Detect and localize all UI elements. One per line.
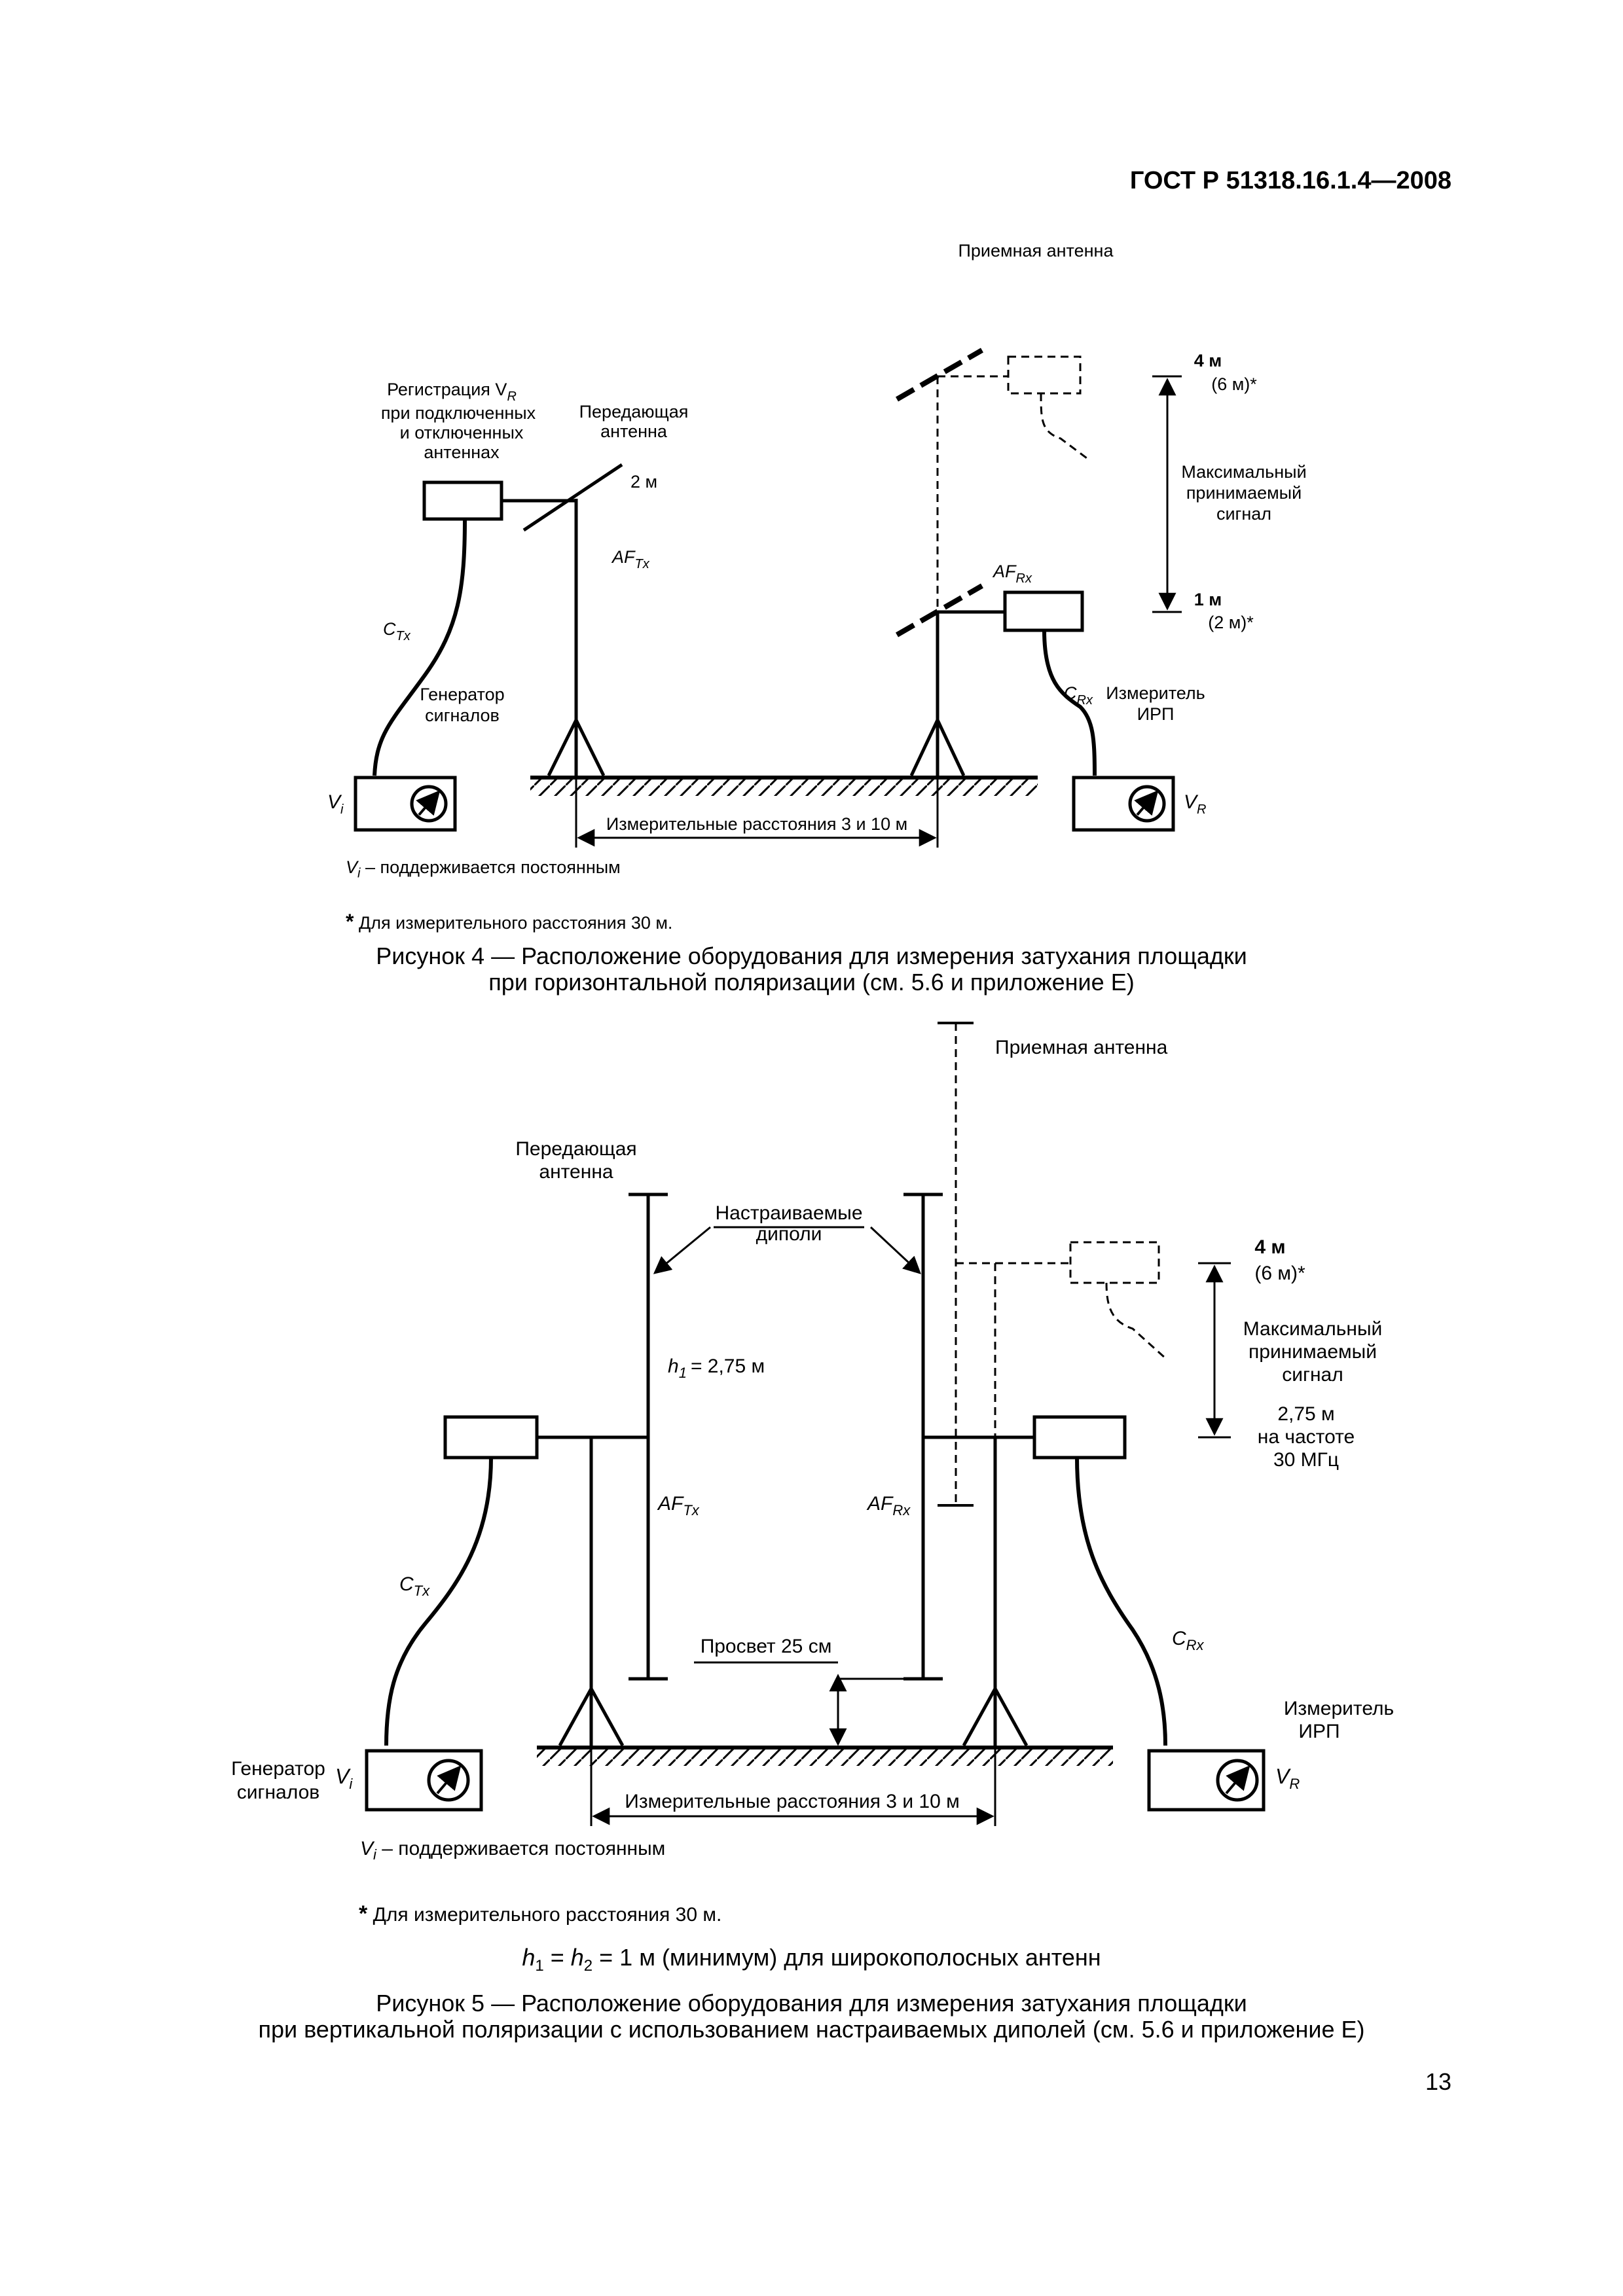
- fig4-vi-note: Vi – поддерживается постоянным: [346, 857, 621, 881]
- fig4-caption: Рисунок 4 — Расположение оборудования дл…: [376, 942, 1247, 969]
- fig5-vr: VR: [1275, 1765, 1300, 1792]
- fig4-tx-dipole: [522, 463, 623, 532]
- page-number: 13: [1425, 2068, 1451, 2095]
- fig5-tx-antenna-label: Передающая: [515, 1138, 636, 1160]
- fig5-top-h-alt: (6 м)*: [1254, 1263, 1305, 1284]
- fig5-caption: Рисунок 5 — Расположение оборудования дл…: [376, 1990, 1247, 2017]
- fig4-cable-rx: [1042, 630, 1097, 776]
- fig5-meter-label-2: ИРП: [1298, 1721, 1340, 1742]
- fig5-c-rx: CRx: [1172, 1628, 1205, 1653]
- fig5-top-h: 4 м: [1254, 1236, 1285, 1258]
- fig5-footnote: * Для измерительного расстояния 30 м.: [359, 1901, 722, 1926]
- fig5-af-tx: AFTx: [657, 1493, 700, 1518]
- fig5-distance-label: Измерительные расстояния 3 и 10 м: [625, 1791, 960, 1812]
- fig5-tx-tripod: [558, 1685, 625, 1747]
- fig5-meter-box: [1147, 1749, 1266, 1812]
- fig4-af-tx: AFTx: [611, 547, 650, 571]
- fig4-meter-dial-icon: [1128, 785, 1166, 823]
- fig5-dipoles-arrow-left: [653, 1226, 711, 1274]
- fig4-meter-label-2: ИРП: [1137, 704, 1175, 724]
- fig5-af-rx: AFRx: [866, 1493, 911, 1518]
- fig4-registration-box: [422, 480, 503, 521]
- fig4-footnote: * Для измерительного расстояния 30 м.: [346, 910, 673, 933]
- fig5-generator-needle: [436, 1765, 462, 1795]
- fig5-rx-high-box: [1069, 1241, 1160, 1284]
- fig4-c-rx: CRx: [1064, 683, 1093, 708]
- fig5-dipoles-arrow-right: [869, 1226, 921, 1274]
- fig4-rx-dipole-low: [896, 583, 983, 637]
- fig5-max-label-3: сигнал: [1282, 1364, 1343, 1386]
- figure-5-diagram: Приемная антенна Передающая антенна Наст…: [231, 1022, 1394, 1826]
- fig4-registration-line3: и отключенных: [400, 423, 524, 442]
- document-header: ГОСТ Р 51318.16.1.4—2008: [1129, 167, 1451, 194]
- fig4-max-label-3: сигнал: [1216, 504, 1271, 524]
- fig4-cable-tx: [373, 518, 467, 776]
- fig5-tx-antenna-label-2: антенна: [539, 1161, 613, 1183]
- fig5-bot-h-2: на частоте: [1258, 1426, 1355, 1448]
- fig4-generator-box: [354, 776, 457, 832]
- fig4-height-2m: 2 м: [630, 472, 657, 492]
- fig5-bot-h-3: 30 МГц: [1273, 1449, 1339, 1471]
- fig4-c-tx: CTx: [383, 619, 411, 643]
- fig5-rx-antenna-label: Приемная антенна: [995, 1037, 1168, 1058]
- figure-4-diagram: Приемная антенна Регистрация VR при подк…: [327, 241, 1307, 848]
- fig4-rx-cable-dashed: [1040, 393, 1087, 459]
- fig4-top-h: 4 м: [1194, 351, 1222, 370]
- fig5-meter-label: Измеритель: [1284, 1698, 1394, 1719]
- fig5-vi: Vi: [335, 1765, 353, 1792]
- fig4-registration-line4: антеннах: [424, 442, 500, 462]
- fig5-h-equation: h1 = h2 = 1 м (минимум) для широкополосн…: [522, 1944, 1101, 1975]
- fig4-rx-dipole-high: [896, 348, 983, 402]
- fig4-generator-needle: [416, 790, 441, 816]
- fig4-meter-label: Измеритель: [1106, 683, 1205, 703]
- fig4-ground-hatch: [530, 779, 1038, 796]
- fig5-cable-tx: [384, 1457, 493, 1746]
- fig5-generator-label-2: сигналов: [237, 1782, 319, 1803]
- fig4-max-label: Максимальный: [1181, 462, 1306, 482]
- fig4-rx-tripod: [909, 716, 966, 777]
- fig4-registration-label: Регистрация VR: [387, 380, 517, 404]
- fig4-top-h-alt: (6 м)*: [1211, 374, 1257, 394]
- fig5-clearance-label: Просвет 25 см: [701, 1636, 832, 1657]
- fig4-tx-antenna-label-2: антенна: [600, 422, 668, 441]
- fig5-max-label: Максимальный: [1243, 1318, 1383, 1340]
- fig5-max-label-2: принимаемый: [1249, 1341, 1377, 1363]
- fig5-rx-tripod: [962, 1685, 1029, 1747]
- fig4-bot-h: 1 м: [1194, 590, 1222, 609]
- fig4-af-rx: AFRx: [992, 562, 1032, 586]
- fig5-generator-box: [365, 1749, 483, 1812]
- fig4-caption-2: при горизонтальной поляризации (см. 5.6 …: [488, 969, 1135, 996]
- fig4-bot-h-alt: (2 м)*: [1208, 613, 1254, 632]
- fig4-registration-line2: при подключенных: [381, 403, 536, 423]
- fig5-rx-high-cable: [1105, 1282, 1167, 1359]
- fig4-distance-label: Измерительные расстояния 3 и 10 м: [606, 814, 907, 834]
- fig5-c-tx: CTx: [399, 1573, 430, 1599]
- fig5-meter-dial-icon: [1216, 1759, 1259, 1802]
- fig4-meter-box: [1072, 776, 1175, 832]
- fig4-max-label-2: принимаемый: [1186, 483, 1302, 503]
- fig5-bot-h: 2,75 м: [1277, 1403, 1334, 1425]
- fig4-rx-antenna-label: Приемная антенна: [958, 241, 1114, 260]
- fig4-rx-box-dashed: [1007, 355, 1082, 395]
- fig5-meter-needle: [1225, 1765, 1250, 1795]
- fig4-vr: VR: [1184, 791, 1206, 817]
- fig4-rx-box: [1003, 590, 1084, 632]
- fig4-tx-tripod: [547, 716, 606, 777]
- fig5-generator-dial-icon: [427, 1759, 470, 1802]
- fig5-vi-note: Vi – поддерживается постоянным: [360, 1838, 666, 1863]
- fig5-dipoles-label: Настраиваемые: [715, 1202, 862, 1224]
- fig4-meter-needle: [1134, 790, 1159, 816]
- fig4-generator-dial-icon: [410, 785, 448, 823]
- fig4-generator-label: Генератор: [420, 685, 504, 704]
- fig5-tx-box: [443, 1415, 539, 1460]
- fig5-cable-rx: [1075, 1457, 1167, 1746]
- fig5-caption-2: при вертикальной поляризации с использов…: [258, 2016, 1365, 2043]
- fig4-generator-label-2: сигналов: [425, 706, 500, 725]
- fig5-ground-hatch: [537, 1749, 1113, 1766]
- fig4-tx-antenna-label: Передающая: [579, 402, 689, 422]
- fig5-generator-label: Генератор: [231, 1758, 325, 1780]
- fig4-vi: Vi: [327, 791, 344, 817]
- fig5-rx-box: [1032, 1415, 1127, 1460]
- fig5-h1-label: h1= 2,75 м: [668, 1355, 765, 1381]
